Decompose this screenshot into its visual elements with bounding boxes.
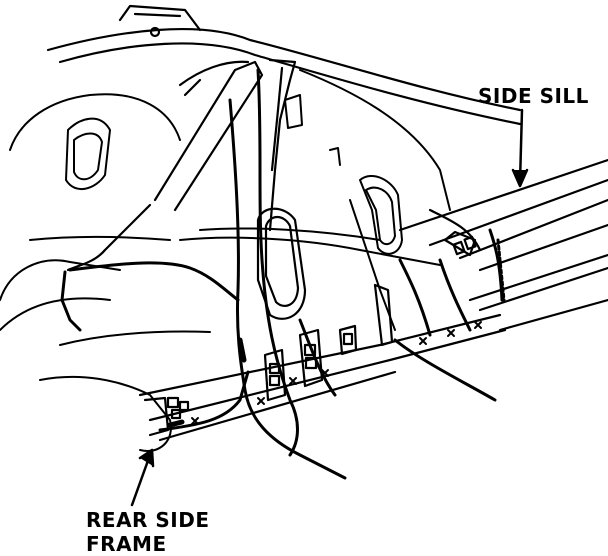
side-sill-label: SIDE SILL bbox=[478, 84, 589, 108]
wiring-harness bbox=[60, 68, 506, 480]
rear-quarter-panel bbox=[0, 93, 211, 452]
rear-side-frame-label-line2: FRAME bbox=[86, 532, 167, 556]
rear-side-frame-member bbox=[138, 283, 507, 442]
inner-panel bbox=[29, 69, 451, 331]
wheel-well bbox=[256, 207, 307, 320]
rear-side-frame-label-line1: REAR SIDE bbox=[86, 508, 210, 532]
rear-side-frame-leader-arrow bbox=[130, 448, 155, 507]
roof-rail bbox=[46, 4, 522, 126]
harness-clips bbox=[191, 321, 482, 425]
side-sill-member bbox=[398, 158, 608, 332]
side-sill-leader-arrow bbox=[511, 108, 529, 188]
